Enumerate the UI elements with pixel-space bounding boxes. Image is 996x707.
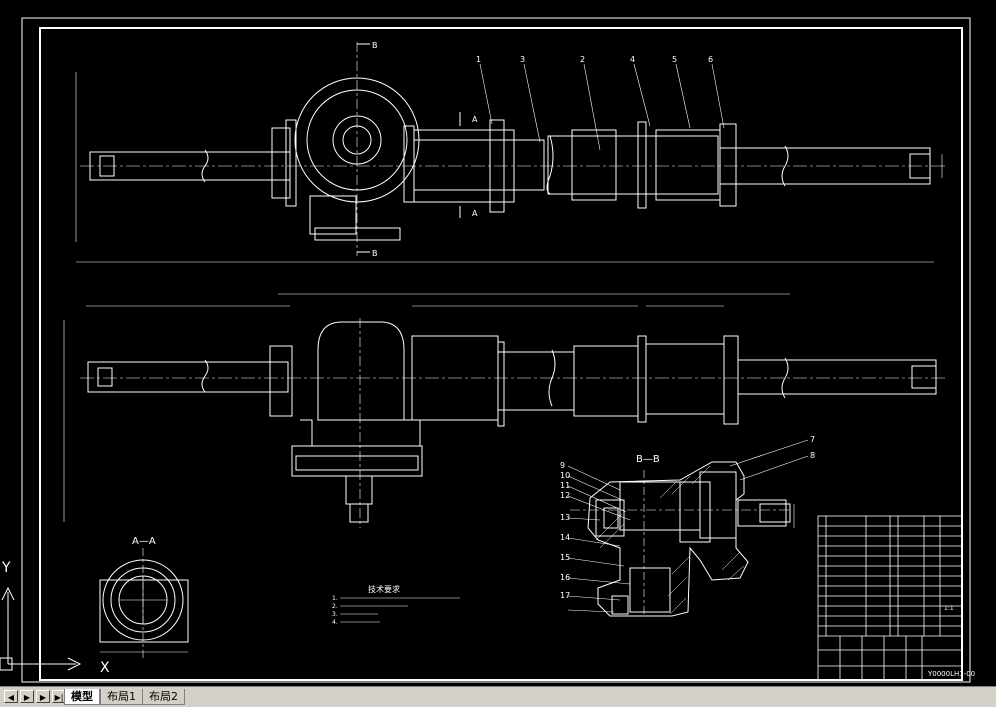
balloon-13: 13 <box>560 513 570 522</box>
section-mark-a-bottom: A <box>472 209 478 218</box>
balloon-15: 15 <box>560 553 570 562</box>
note-1: 1. <box>332 595 338 602</box>
notes-title: 技术要求 <box>368 584 400 594</box>
section-a-a-title: A—A <box>132 536 156 547</box>
section-b-b <box>567 439 809 617</box>
ucs-icon <box>0 586 82 671</box>
balloon-9: 9 <box>560 461 565 470</box>
balloon-16: 16 <box>560 573 570 582</box>
section-mark-b-bottom: B <box>372 249 378 258</box>
balloon-12: 12 <box>560 491 570 500</box>
balloon-10: 10 <box>560 471 570 480</box>
top-view <box>75 42 948 263</box>
balloon-14: 14 <box>560 533 570 542</box>
section-b-b-title: B—B <box>636 454 660 465</box>
section-a-a <box>99 548 189 660</box>
note-3: 3. <box>332 611 338 618</box>
ucs-y-label: Y <box>1 560 11 576</box>
next-tab-button[interactable]: ▶ <box>36 690 50 703</box>
title-block <box>817 515 963 681</box>
prev-tab-button[interactable]: ▶ <box>20 690 34 703</box>
balloon-17a: 17 <box>560 591 570 600</box>
balloon-5: 5 <box>672 55 677 64</box>
tab-layout1[interactable]: 布局1 <box>100 689 143 705</box>
balloon-8: 8 <box>810 451 815 460</box>
section-mark-a-top: A <box>472 115 478 124</box>
cad-drawing[interactable]: B B A A 1 3 2 4 5 6 9 10 11 12 13 14 15 … <box>0 0 996 686</box>
tab-model[interactable]: 模型 <box>64 689 100 705</box>
outer-border <box>21 17 971 683</box>
note-2: 2. <box>332 603 338 610</box>
inner-border <box>39 27 963 681</box>
balloon-4: 4 <box>630 55 635 64</box>
balloon-3: 3 <box>520 55 525 64</box>
balloon-2: 2 <box>580 55 585 64</box>
balloon-7: 7 <box>810 435 815 444</box>
first-tab-button[interactable]: ◀ <box>4 690 18 703</box>
section-mark-b-top: B <box>372 41 378 50</box>
balloon-6: 6 <box>708 55 713 64</box>
scale-text: 1:1 <box>944 605 954 612</box>
balloon-11: 11 <box>560 481 570 490</box>
tab-layout2[interactable]: 布局2 <box>142 689 185 705</box>
note-4: 4. <box>332 619 338 626</box>
balloon-1: 1 <box>476 55 481 64</box>
ucs-x-label: X <box>100 660 110 676</box>
drawing-number: Y0000LH1-00 <box>927 670 975 678</box>
layout-tab-bar: ◀ ▶ ▶ ▶| 模型 布局1 布局2 <box>0 686 996 707</box>
drawing-canvas[interactable]: B B A A 1 3 2 4 5 6 9 10 11 12 13 14 15 … <box>0 0 996 686</box>
front-view <box>63 293 948 528</box>
